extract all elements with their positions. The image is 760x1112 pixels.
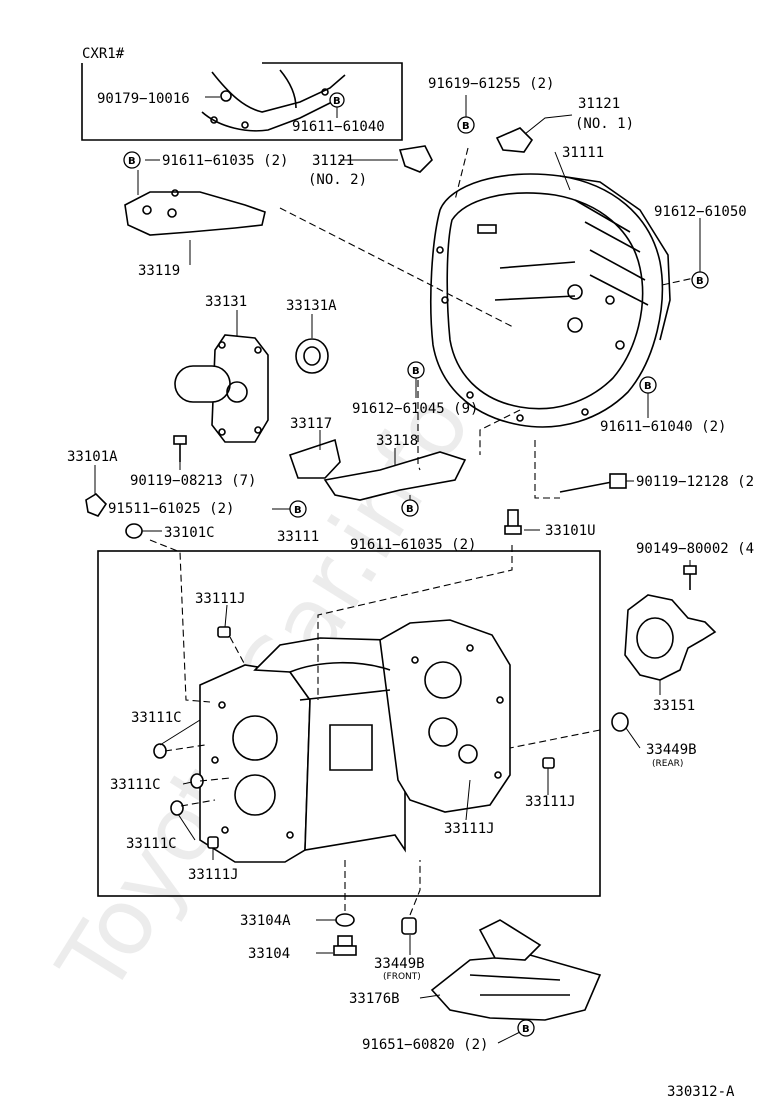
label-33104A: 33104A [240,913,291,929]
inset-title: CXR1# [82,46,125,62]
label-31121-no2-note: (NO. 2) [308,172,367,188]
label-33131: 33131 [205,294,247,310]
label-90119-08213: 90119−08213 (7) [130,473,256,489]
label-33111J-bl: 33111J [188,867,239,883]
label-91612-61045: 91612−61045 (9) [352,401,478,417]
svg-text:B: B [696,276,704,287]
label-33176B: 33176B [349,991,400,1007]
pin-33111J-r [542,757,555,769]
label-33111C-1: 33111C [131,710,182,726]
label-90179-10016: 90179−10016 [97,91,190,107]
seal-33449B-front [401,917,417,935]
label-91611-61040-inset: 91611−61040 [292,119,385,135]
label-33118: 33118 [376,433,418,449]
seal-33449B-rear [611,712,629,732]
svg-text:B: B [522,1024,530,1035]
label-33449B-rear: 33449B [646,742,697,758]
svg-text:B: B [406,504,414,515]
label-33449B-front: 33449B [374,956,425,972]
label-33117: 33117 [290,416,332,432]
label-91619-61255: 91619−61255 (2) [428,76,554,92]
svg-text:B: B [644,381,652,392]
label-33101A: 33101A [67,449,118,465]
bolt-90149-80002 [683,565,697,590]
label-91611-61035-mid: 91611−61035 (2) [350,537,476,553]
retainer-33151 [624,594,717,681]
inset-box [81,62,403,141]
ring-33111C-3 [170,800,184,816]
boot-31121-no1 [495,127,534,153]
label-91611-61040-2: 91611−61040 (2) [600,419,726,435]
label-91612-61050: 91612−61050 [654,204,747,220]
label-33119: 33119 [138,263,180,279]
label-33151: 33151 [653,698,695,714]
label-91651-60820: 91651−60820 (2) [362,1037,488,1053]
clutch-housing-31111 [430,173,671,428]
pin-33111J-bl [207,836,219,849]
label-90119-12128: 90119−12128 (2 [636,474,754,490]
svg-text:B: B [294,505,302,516]
breather-33101U [504,509,522,535]
label-31121-no1: 31121 [578,96,620,112]
gasket-33104A [335,913,355,927]
bolt-90119-12128 [559,473,627,493]
oil-seal-33131A [295,338,329,374]
label-33131A: 33131A [286,298,337,314]
case-group-box [97,550,601,897]
label-33111J-r: 33111J [525,794,576,810]
label-33111J-br: 33111J [444,821,495,837]
label-33111C-3: 33111C [126,836,177,852]
label-31111: 31111 [562,145,604,161]
bracket-33118 [323,451,467,501]
bearing-retainer-33131 [174,334,269,443]
bracket-33117 [288,438,341,479]
label-33101C: 33101C [164,525,215,541]
guide-33176B [430,919,602,1021]
release-fork-33119 [124,189,266,236]
label-33111J-top: 33111J [195,591,246,607]
label-33104: 33104 [248,946,290,962]
svg-text:B: B [128,156,136,167]
boot-31121-no2 [398,145,433,173]
transmission-case-33111 [199,619,511,863]
label-33101U: 33101U [545,523,596,539]
svg-text:B: B [412,366,420,377]
label-91511-61025: 91511−61025 (2) [108,501,234,517]
label-91611-61035-top: 91611−61035 (2) [162,153,288,169]
label-33111: 33111 [277,529,319,545]
bolt-marker: B [333,96,341,107]
label-31121-no1-note: (NO. 1) [575,116,634,132]
label-33111C-2: 33111C [110,777,161,793]
plug-33101A [85,492,108,517]
bolt-markers: B B B B B B B B [123,116,709,1037]
label-33449B-rear-note: (REAR) [652,759,683,769]
svg-text:B: B [462,121,470,132]
label-90149-80002: 90149−80002 (4 [636,541,754,557]
inset-housing-fragment [201,69,346,132]
diagram-code: 330312-A [667,1084,735,1100]
bolt-90119-08213 [173,435,187,462]
label-31121-no2: 31121 [312,153,354,169]
ring-33111C-1 [153,743,167,759]
gasket-33101C [125,523,143,539]
drain-plug-33104 [333,935,357,956]
label-33449B-front-note: (FRONT) [383,972,421,982]
pin-33111J-top [217,626,231,638]
